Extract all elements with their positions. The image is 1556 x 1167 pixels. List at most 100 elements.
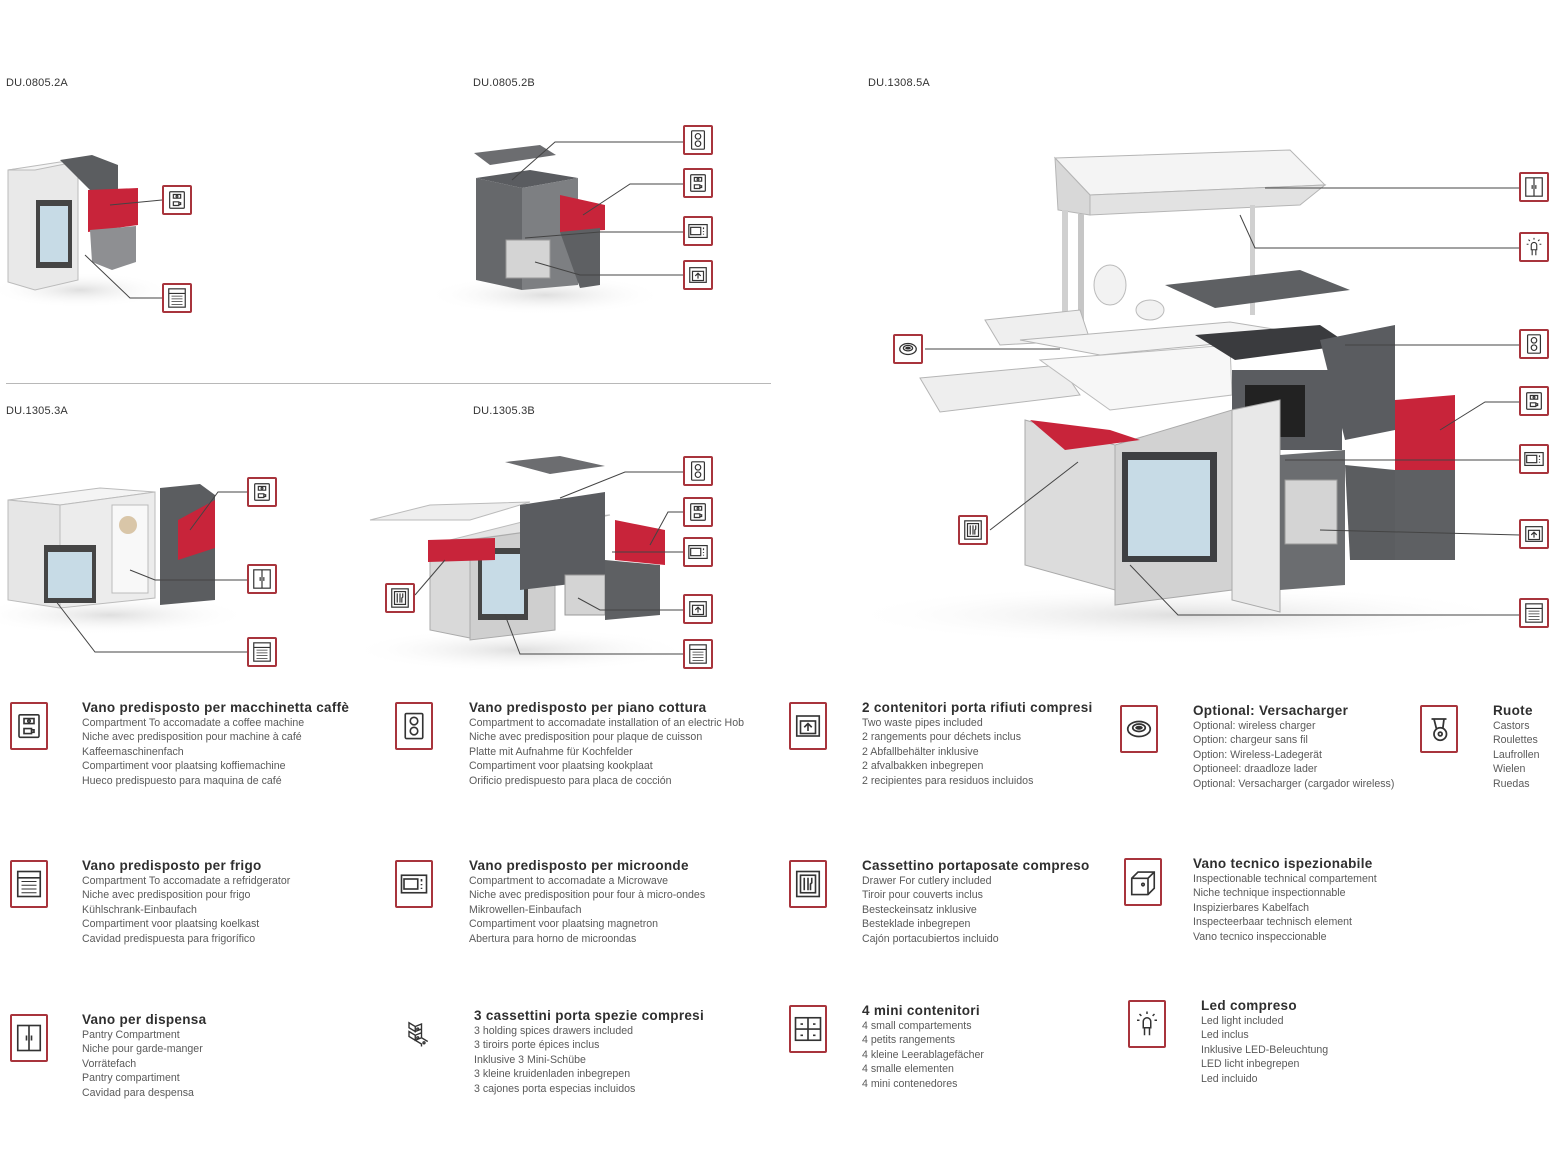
- microwave-icon: [1523, 448, 1545, 470]
- callout-waste-4: [683, 594, 713, 624]
- feature-line: Inspizierbares Kabelfach: [1193, 901, 1310, 914]
- hob-icon: [687, 129, 709, 151]
- fridge-icon: [687, 643, 709, 665]
- feature-line: Mikrowellen-Einbaufach: [469, 903, 582, 916]
- legend-icon-charger: [1120, 705, 1158, 753]
- feature-line: Pantry Compartment: [82, 1029, 180, 1041]
- legend-icon-cutlery: [789, 860, 827, 908]
- callout-cutlery-4: [385, 583, 415, 613]
- feature-line: 2 recipientes para residuos incluidos: [862, 774, 1034, 787]
- mini-containers-icon: [793, 1014, 823, 1044]
- feature-title: Cassettino portaposate compreso: [862, 858, 1090, 873]
- feature-line: Led inclus: [1201, 1029, 1249, 1042]
- legend-icon-mini: [789, 1005, 827, 1053]
- legend-icon-led: [1128, 1000, 1166, 1048]
- waste-bin-icon: [793, 711, 823, 741]
- legend-icon-spices: [400, 1010, 438, 1058]
- callout-waste-5: [1519, 519, 1549, 549]
- feature-title: Optional: Versacharger: [1193, 703, 1349, 718]
- microwave-icon: [399, 869, 429, 899]
- feature-line: Optioneel: draadloze lader: [1193, 763, 1318, 776]
- feature-line: Compartiment voor plaatsing koffiemachin…: [82, 760, 286, 773]
- feature-line: 2 afvalbakken inbegrepen: [862, 760, 984, 773]
- feature-waste: 2 contenitori porta rifiuti compresi Two…: [862, 700, 1093, 788]
- feature-title: 4 mini contenitori: [862, 1003, 980, 1018]
- pantry-icon: [251, 568, 273, 590]
- feature-line: Drawer For cutlery included: [862, 875, 992, 887]
- callout-pantry-3: [247, 564, 277, 594]
- feature-line: Compartment To accomadate a coffee machi…: [82, 717, 305, 729]
- legend-icon-microwave: [395, 860, 433, 908]
- feature-line: Vano tecnico inspeccionable: [1193, 930, 1327, 943]
- feature-line: Wielen: [1493, 763, 1526, 776]
- feature-line: 3 tiroirs porte épices inclus: [474, 1039, 600, 1052]
- callout-fridge-3: [247, 637, 277, 667]
- coffee-machine-icon: [687, 501, 709, 523]
- section-divider: [6, 383, 771, 384]
- callout-fridge-1: [162, 283, 192, 313]
- feature-line: 3 kleine kruidenladen inbegrepen: [474, 1068, 631, 1081]
- feature-line: 4 small compartements: [862, 1020, 972, 1032]
- callout-fridge-5: [1519, 598, 1549, 628]
- feature-line: Niche avec predisposition pour frigo: [82, 889, 251, 902]
- feature-castors: Ruote Castors Roulettes Laufrollen Wiele…: [1493, 703, 1540, 791]
- callout-coffee-3: [247, 477, 277, 507]
- callout-charger-5: [893, 334, 923, 364]
- unit-du-1305-3a: [0, 484, 250, 635]
- fridge-icon: [1523, 602, 1545, 624]
- feature-title: 2 contenitori porta rifiuti compresi: [862, 700, 1093, 715]
- feature-line: Option: chargeur sans fil: [1193, 734, 1308, 747]
- feature-title: Vano predisposto per macchinetta caffè: [82, 700, 350, 715]
- legend-icon-castor: [1420, 705, 1458, 753]
- fridge-icon: [14, 869, 44, 899]
- model-code-1: DU.0805.2A: [6, 77, 68, 89]
- feature-line: Laufrollen: [1493, 748, 1540, 761]
- legend-icon-pantry: [10, 1014, 48, 1062]
- feature-fridge: Vano predisposto per frigo Compartment T…: [82, 858, 290, 946]
- feature-line: 4 smalle elementen: [862, 1063, 954, 1076]
- callout-microwave-5: [1519, 444, 1549, 474]
- feature-title: Vano per dispensa: [82, 1012, 207, 1027]
- feature-line: Optional: Versacharger (cargador wireles…: [1193, 777, 1395, 790]
- callout-microwave-2: [683, 216, 713, 246]
- cutlery-drawer-icon: [389, 587, 411, 609]
- feature-line: Compartiment voor plaatsing kookplaat: [469, 760, 653, 773]
- waste-bin-icon: [687, 264, 709, 286]
- feature-line: 2 Abfallbehälter inklusive: [862, 745, 979, 758]
- feature-line: Led incluido: [1201, 1072, 1258, 1085]
- microwave-icon: [687, 220, 709, 242]
- feature-title: 3 cassettini porta spezie compresi: [474, 1008, 705, 1023]
- feature-line: 3 cajones porta especias incluidos: [474, 1082, 636, 1095]
- pantry-icon: [14, 1023, 44, 1053]
- unit-du-0805-2b: [425, 145, 665, 315]
- feature-title: Led compreso: [1201, 998, 1297, 1013]
- feature-line: Compartment to accomadate installation o…: [469, 717, 744, 729]
- castor-icon: [1424, 714, 1454, 744]
- feature-line: 4 kleine Leerablagefächer: [862, 1048, 984, 1061]
- feature-line: Niche avec predisposition pour four à mi…: [469, 889, 706, 902]
- feature-line: Two waste pipes included: [862, 717, 983, 729]
- unit-du-1308-5a: [840, 149, 1520, 645]
- feature-line: Platte mit Aufnahme für Kochfelder: [469, 745, 633, 758]
- spice-drawers-icon: [404, 1019, 434, 1049]
- feature-line: Niche pour garde-manger: [82, 1043, 203, 1056]
- pantry-icon: [1523, 176, 1545, 198]
- callout-pantry-5: [1519, 172, 1549, 202]
- wireless-charger-icon: [897, 338, 919, 360]
- feature-title: Vano predisposto per microonde: [469, 858, 689, 873]
- feature-line: Compartment to accomadate a Microwave: [469, 875, 669, 887]
- feature-line: Inklusive 3 Mini-Schübe: [474, 1053, 586, 1066]
- legend-icon-waste: [789, 702, 827, 750]
- callout-coffee-5: [1519, 386, 1549, 416]
- feature-coffee: Vano predisposto per macchinetta caffè C…: [82, 700, 349, 788]
- feature-mini: 4 mini contenitori 4 small compartements…: [862, 1003, 984, 1091]
- unit-du-0805-2a: [0, 155, 170, 308]
- led-icon: [1523, 236, 1545, 258]
- feature-line: Niche avec predisposition pour plaque de…: [469, 731, 703, 744]
- callout-coffee-1: [162, 185, 192, 215]
- feature-line: 4 mini contenedores: [862, 1077, 958, 1090]
- callout-hob-4: [683, 456, 713, 486]
- feature-line: Cavidad para despensa: [82, 1086, 194, 1099]
- feature-title: Vano predisposto per piano cottura: [469, 700, 707, 715]
- product-illustrations: [0, 141, 1521, 672]
